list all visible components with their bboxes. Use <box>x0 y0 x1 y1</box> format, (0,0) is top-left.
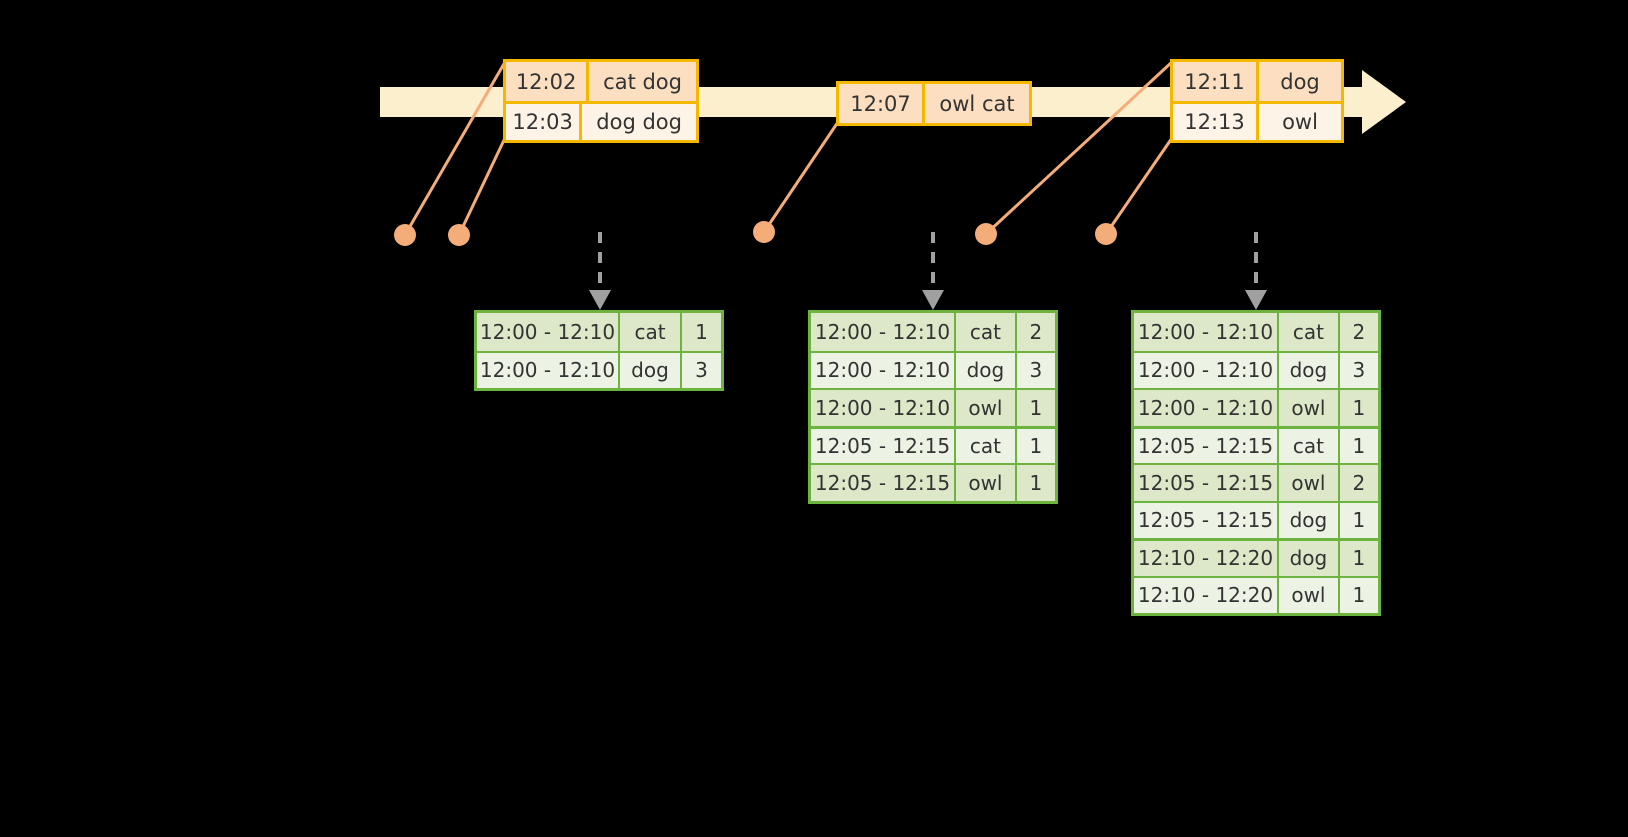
cell-word: owl <box>1279 465 1340 501</box>
cell-word: cat <box>956 313 1017 351</box>
cell-count: 3 <box>1029 358 1043 383</box>
event-box-3: 12:11 dog 12:13 owl <box>1170 59 1344 143</box>
cell-word: cat <box>1279 428 1340 463</box>
cell-count: 1 <box>1352 508 1366 533</box>
event-box-1: 12:02 cat dog 12:03 dog dog <box>503 59 699 143</box>
cell-count: 3 <box>695 358 708 383</box>
cell-count: 1 <box>1029 433 1043 458</box>
cell-window: 12:00 - 12:10 <box>811 313 957 351</box>
cell-count: 1 <box>1029 395 1043 420</box>
cell-word: dog <box>1279 502 1340 538</box>
cell-count: 3 <box>1352 358 1366 383</box>
cell-word: cat <box>1279 313 1340 351</box>
cell-window: 12:00 - 12:10 <box>477 352 620 388</box>
event-words: dog dog <box>596 110 682 134</box>
event-words: owl <box>1282 110 1318 134</box>
cell-window: 12:05 - 12:15 <box>1134 465 1280 501</box>
event-words: dog <box>1280 69 1320 94</box>
event-time: 12:11 <box>1173 62 1259 101</box>
cell-count: 1 <box>1352 433 1366 458</box>
cell-window: 12:00 - 12:10 <box>1134 390 1280 426</box>
result-arrow-2 <box>922 232 944 310</box>
cell-word: owl <box>956 390 1017 426</box>
cell-count: 2 <box>1029 319 1043 344</box>
cell-count: 1 <box>1352 395 1366 420</box>
cell-word: dog <box>1279 352 1340 388</box>
event-row: 12:02 cat dog <box>506 62 696 101</box>
event-time: 12:07 <box>839 84 925 123</box>
cell-window: 12:00 - 12:10 <box>1134 352 1280 388</box>
cell-count: 2 <box>1352 319 1366 344</box>
event-box-2: 12:07 owl cat <box>836 81 1032 126</box>
cell-word: owl <box>1279 577 1340 613</box>
cell-word: dog <box>956 352 1017 388</box>
cell-window: 12:00 - 12:10 <box>811 390 957 426</box>
cell-count: 2 <box>1352 470 1366 495</box>
result-arrow-1 <box>589 232 611 310</box>
event-row: 12:11 dog <box>1173 62 1341 101</box>
cell-word: cat <box>620 313 682 351</box>
cell-word: owl <box>1279 390 1340 426</box>
cell-word: owl <box>956 465 1017 501</box>
event-row: 12:13 owl <box>1173 101 1341 140</box>
event-time: 12:03 <box>506 104 583 140</box>
cell-count: 1 <box>695 319 708 344</box>
event-time: 12:02 <box>506 62 590 101</box>
event-words: owl cat <box>939 91 1015 116</box>
cell-word: dog <box>620 352 682 388</box>
event-words: cat dog <box>603 69 682 94</box>
cell-window: 12:10 - 12:20 <box>1134 541 1280 576</box>
result-arrow-3 <box>1245 232 1267 310</box>
cell-count: 1 <box>1029 470 1043 495</box>
cell-window: 12:05 - 12:15 <box>811 465 957 501</box>
event-row: 12:07 owl cat <box>839 84 1029 123</box>
cell-window: 12:05 - 12:15 <box>1134 502 1280 538</box>
cell-window: 12:05 - 12:15 <box>1134 428 1280 463</box>
cell-window: 12:00 - 12:10 <box>477 313 620 351</box>
cell-count: 1 <box>1352 546 1366 571</box>
cell-window: 12:00 - 12:10 <box>811 352 957 388</box>
cell-window: 12:05 - 12:15 <box>811 428 957 463</box>
cell-count: 1 <box>1352 583 1366 608</box>
cell-word: dog <box>1279 541 1340 576</box>
event-dots <box>394 221 1117 246</box>
event-time: 12:13 <box>1173 104 1259 140</box>
cell-word: cat <box>956 428 1017 463</box>
result-arrows <box>589 232 1267 310</box>
cell-window: 12:00 - 12:10 <box>1134 313 1280 351</box>
event-row: 12:03 dog dog <box>506 101 696 140</box>
cell-window: 12:10 - 12:20 <box>1134 577 1280 613</box>
